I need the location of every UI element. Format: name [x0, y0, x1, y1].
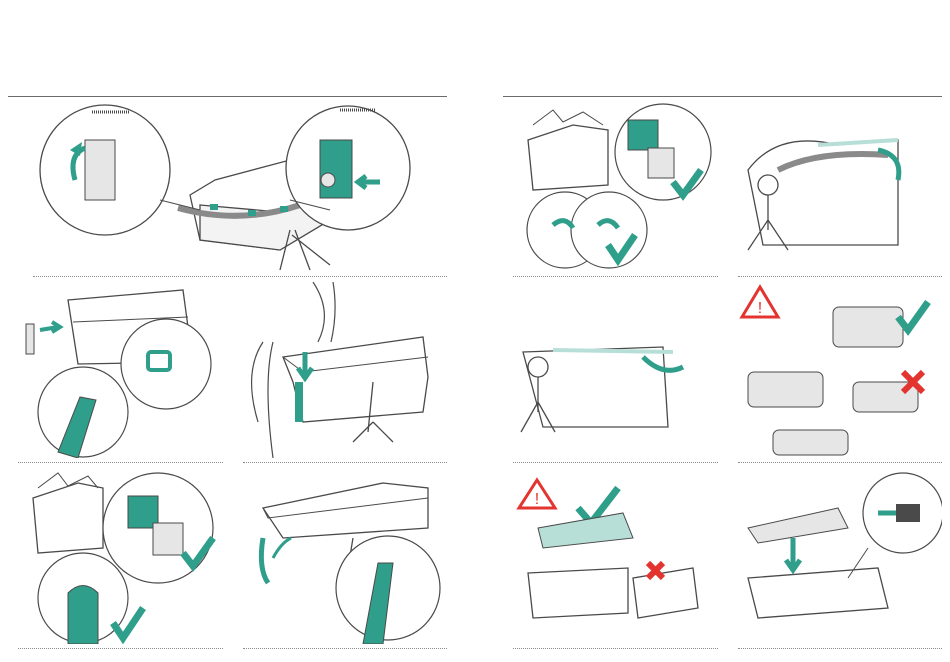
svg-text:!: !: [758, 300, 762, 317]
row-separator: [738, 462, 942, 463]
arrow-icon: [786, 538, 800, 570]
row-separator: [33, 276, 447, 277]
step-illustration-place-basket: [243, 282, 447, 458]
step-illustration-mattress-orientation: !: [738, 282, 942, 458]
section-divider-right: [503, 96, 942, 97]
zoom-circle-icon: [121, 319, 211, 409]
arrow-icon: [40, 322, 60, 332]
row-separator: [243, 648, 447, 649]
row-separator: [18, 648, 223, 649]
zoom-circle-icon: [571, 192, 647, 268]
row-separator: [243, 462, 447, 463]
step-illustration-insert-mattress: !: [513, 468, 718, 644]
row-separator: [513, 648, 718, 649]
step-illustration-insert-rod: [18, 282, 223, 458]
step-illustration-secure-mattress: [738, 468, 942, 644]
row-separator: [18, 462, 223, 463]
row-separator: [513, 462, 718, 463]
step-illustration-fold-cover: [738, 100, 942, 272]
svg-text:!: !: [535, 491, 539, 508]
step-illustration-check-lock: [18, 468, 223, 644]
step-illustration-release-lock: [513, 100, 718, 272]
section-divider-left: [8, 96, 447, 97]
step-illustration-attach-frame: [30, 100, 450, 272]
step-illustration-handle-attach: [243, 468, 447, 644]
row-separator: [513, 276, 718, 277]
step-illustration-lower-canopy: [513, 282, 718, 458]
row-separator: [738, 276, 942, 277]
arrow-icon: [273, 538, 291, 558]
row-separator: [738, 648, 942, 649]
